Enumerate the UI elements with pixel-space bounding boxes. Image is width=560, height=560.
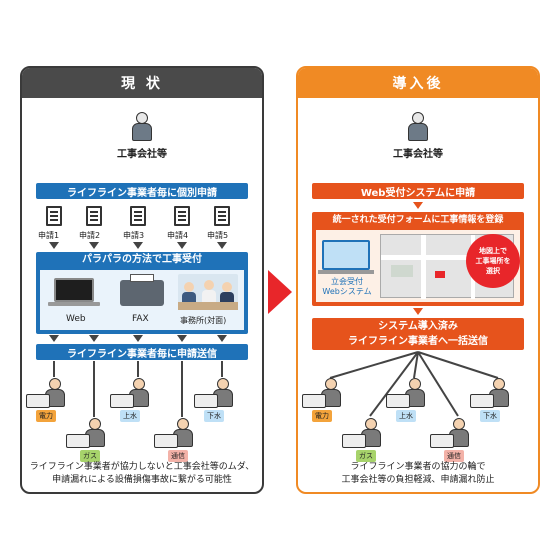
after-introduction-caption: ライフライン事業者の協力の輪で 工事会社等の負担軽減、申請漏れ防止 [341,462,495,485]
application-2-label: 申請2 [79,231,101,240]
current-state-panel: 現 状 工事会社等 ライフライン事業者毎に個別申請 申請1 申請2 申請3 申請… [20,66,264,494]
provider-tag-electric: 電力 [36,410,56,422]
method-web-label: Web [66,314,86,324]
web-application-bar: Web受付システムに申請 [312,183,524,199]
computer-icon [154,434,178,448]
unified-form-title: 統一された受付フォームに工事情報を登録 [332,215,504,225]
web-system-laptop-icon [322,240,370,270]
map-pin-icon [435,271,445,278]
computer-icon [470,394,494,408]
current-state-title: 現 状 [22,68,262,98]
down-arrow-icon [133,242,143,249]
contractor-label: 工事会社等 [117,149,167,160]
provider-staff-icon [210,378,236,408]
office-meeting-image [178,274,238,310]
application-3-label: 申請3 [123,231,145,240]
fax-machine-icon [120,280,164,306]
computer-icon [430,434,454,448]
provider-tag-sewer: 下水 [480,410,500,422]
per-provider-send-bar: ライフライン事業者毎に申請送信 [36,344,248,360]
computer-icon [26,394,50,408]
computer-icon [194,394,218,408]
down-arrow-icon [413,308,423,315]
individual-application-bar: ライフライン事業者毎に個別申請 [36,183,248,199]
after-introduction-title: 導入後 [298,68,538,98]
provider-staff-icon [126,378,152,408]
application-1-label: 申請1 [38,231,60,240]
down-arrow-icon [217,242,227,249]
document-icon [174,206,190,226]
method-fax-label: FAX [132,314,149,324]
provider-staff-icon [42,378,68,408]
bulk-send-bar: システム導入済み ライフライン事業者へ一括送信 [312,318,524,350]
down-arrow-icon [89,242,99,249]
down-arrow-icon [177,335,187,342]
computer-icon [386,394,410,408]
computer-icon [66,434,90,448]
down-arrow-icon [177,242,187,249]
contractor-label: 工事会社等 [393,149,443,160]
method-office-label: 事務所(対面) [180,316,227,325]
document-icon [214,206,230,226]
down-arrow-icon [133,335,143,342]
transition-arrow-icon [268,270,292,314]
laptop-icon [54,278,94,302]
map-select-note: 地図上で 工事場所を 選択 [466,234,520,288]
down-arrow-icon [49,242,59,249]
application-5-label: 申請5 [207,231,229,240]
web-system-label: 立会受付 Webシステム [322,277,372,296]
provider-staff-icon [170,418,196,448]
computer-icon [342,434,366,448]
computer-icon [110,394,134,408]
reception-methods-title: パラパラの方法で工事受付 [82,254,202,265]
application-4-label: 申請4 [167,231,189,240]
after-introduction-panel: 導入後 工事会社等 Web受付システムに申請 統一された受付フォームに工事情報を… [296,66,540,494]
document-icon [46,206,62,226]
down-arrow-icon [217,335,227,342]
contractor-worker-icon [405,112,431,142]
provider-tag-telecom: 通信 [168,450,188,462]
document-icon [86,206,102,226]
provider-staff-icon [446,418,472,448]
provider-tag-sewer: 下水 [204,410,224,422]
provider-tag-water: 上水 [396,410,416,422]
down-arrow-icon [49,335,59,342]
down-arrow-icon [413,202,423,209]
provider-tag-telecom: 通信 [444,450,464,462]
unified-form-box: 統一された受付フォームに工事情報を登録 立会受付 Webシステム 地図上で 工事… [312,212,524,306]
contractor-worker-icon [129,112,155,142]
current-state-caption: ライフライン事業者が協力しないと工事会社等のムダ、 申請漏れによる設備損傷事故に… [29,462,255,485]
provider-tag-electric: 電力 [312,410,332,422]
down-arrow-icon [89,335,99,342]
provider-tag-water: 上水 [120,410,140,422]
provider-staff-icon [82,418,108,448]
document-icon [130,206,146,226]
distribution-arrows [329,351,499,417]
provider-tag-gas: ガス [80,450,100,462]
computer-icon [302,394,326,408]
reception-methods-box: パラパラの方法で工事受付 Web FAX 事務所(対面) [36,252,248,334]
provider-tag-gas: ガス [356,450,376,462]
